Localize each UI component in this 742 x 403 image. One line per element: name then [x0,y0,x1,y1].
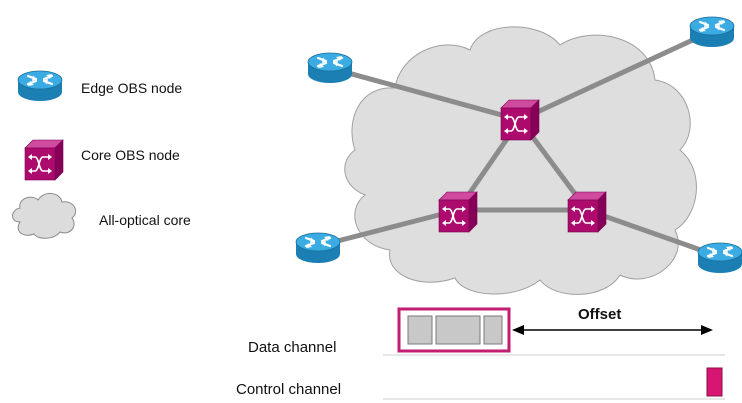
link-edge-bottomleft-core-left [315,207,461,249]
burst-packet [407,315,433,345]
data-channel-label: Data channel [248,339,336,356]
edge-node-bottom-right [696,241,742,275]
offset-arrow [512,325,713,335]
edge-node-top-right [688,15,736,49]
link-edge-topright-core-top [517,29,713,123]
link-edge-topleft-core-top [327,65,523,123]
core-node-right [567,191,607,233]
optical-core-cloud [344,26,697,295]
link-core-right-edge-bottomright [584,207,718,258]
core-node-legend-icon [24,139,64,181]
edge-node-legend-icon [16,69,64,103]
edge-node-bottom-left [294,231,342,265]
edge-node-top-left [306,51,354,85]
cloud-legend-label: All-optical core [99,212,191,228]
legend: Edge OBS node Core OBS node All-optical … [12,69,191,239]
data-burst [397,307,511,353]
burst-packet [435,315,481,345]
core-node-left [438,191,478,233]
offset-label: Offset [578,306,621,323]
edge-node-legend-label: Edge OBS node [81,80,182,96]
cloud-legend-icon [12,193,77,239]
burst-packet [483,315,503,345]
control-channel-label: Control channel [236,381,341,398]
control-packet [706,367,723,397]
core-node-legend-label: Core OBS node [81,147,180,163]
timing-diagram: Offset Data channel Control channel [236,306,725,400]
core-node-top [500,99,540,141]
